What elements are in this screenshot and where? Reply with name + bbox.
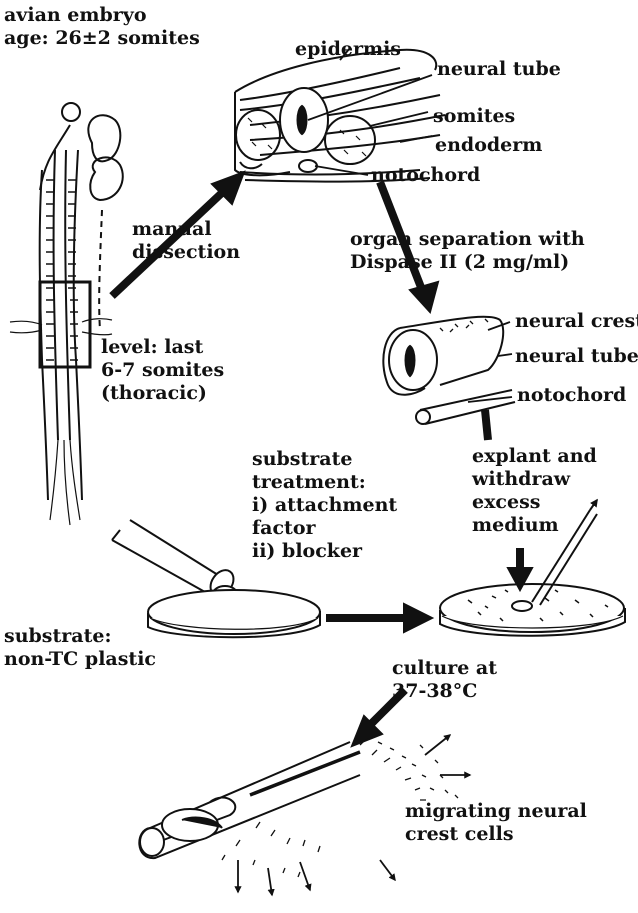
substrate-treatment-label: substrate treatment: i) attachment facto… [252, 448, 397, 563]
organ-separation-label: organ separation with Dispase II (2 mg/m… [350, 228, 585, 274]
neural-crest-label: neural crest [515, 310, 638, 333]
explant-illustration [139, 742, 360, 858]
substrate-label: substrate: non-TC plastic [4, 625, 156, 671]
notochord-label-1: notochord [371, 164, 480, 187]
substrate-disk-left [148, 590, 320, 637]
neural-tube-illustration [383, 317, 515, 424]
embryo-title-label: avian embryo age: 26±2 somites [4, 4, 200, 50]
neural-tube-label-2: neural tube [515, 345, 638, 368]
endoderm-label: endoderm [435, 134, 542, 157]
somites-label: somites [433, 105, 515, 128]
culture-label: culture at 37-38°C [392, 657, 497, 703]
manual-dissection-label: manual dissection [132, 218, 240, 264]
explant-label: explant and withdraw excess medium [472, 445, 597, 537]
neural-tube-label-1: neural tube [437, 58, 561, 81]
notochord-label-2: notochord [517, 384, 626, 407]
culture-disk [440, 584, 625, 636]
embryo-illustration [10, 103, 123, 525]
epidermis-label: epidermis [295, 38, 401, 61]
level-label: level: last 6-7 somites (thoracic) [101, 336, 224, 405]
migrating-cells-label: migrating neural crest cells [405, 800, 587, 846]
